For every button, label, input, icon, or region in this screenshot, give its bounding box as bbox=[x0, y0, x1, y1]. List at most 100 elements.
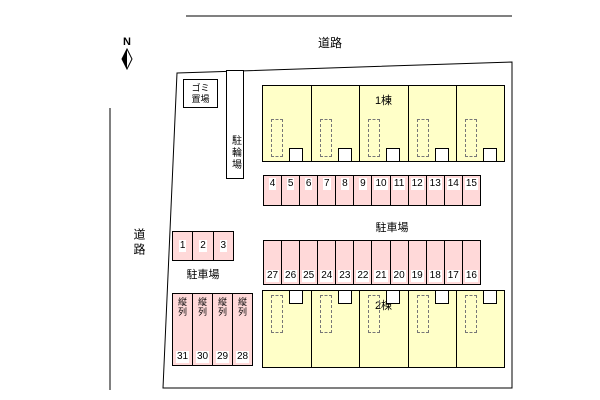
parking-space: 23 bbox=[336, 241, 355, 284]
space-number: 2 bbox=[199, 240, 207, 252]
unit-divider bbox=[408, 86, 409, 161]
parking-space: 13 bbox=[427, 176, 445, 205]
parking-space: 22 bbox=[354, 241, 373, 284]
space-number: 16 bbox=[464, 270, 478, 282]
space-number: 3 bbox=[219, 240, 228, 252]
space-number: 1 bbox=[178, 240, 187, 252]
north-label: N bbox=[123, 36, 131, 48]
tandem-label: 縦列 bbox=[217, 297, 227, 317]
space-number: 5 bbox=[286, 178, 295, 190]
parking-space: 8 bbox=[336, 176, 355, 205]
space-number: 22 bbox=[356, 270, 370, 282]
building-1: 1棟 bbox=[262, 85, 505, 162]
space-number: 8 bbox=[341, 178, 349, 190]
space-number: 10 bbox=[374, 178, 388, 190]
space-number: 19 bbox=[410, 270, 424, 282]
parking-space: 16 bbox=[463, 241, 480, 284]
space-number: 14 bbox=[446, 178, 460, 190]
stair-dashed-outline bbox=[465, 119, 477, 157]
entrance-notch bbox=[289, 291, 303, 304]
stair-dashed-outline bbox=[271, 295, 283, 333]
parking-space: 3 bbox=[214, 232, 233, 260]
entrance-notch bbox=[483, 148, 497, 161]
parking-row-1-3: 1 2 3 bbox=[172, 231, 234, 261]
parking-space: 21 bbox=[372, 241, 391, 284]
parking-space: 1 bbox=[173, 232, 194, 260]
parking-space: 15 bbox=[463, 176, 480, 205]
parking-space: 18 bbox=[427, 241, 445, 284]
stair-dashed-outline bbox=[271, 119, 283, 157]
space-number: 25 bbox=[302, 270, 316, 282]
parking-space: 10 bbox=[372, 176, 391, 205]
parking-space: 20 bbox=[391, 241, 409, 284]
space-number: 26 bbox=[284, 270, 298, 282]
entrance-notch bbox=[289, 148, 303, 161]
space-number: 9 bbox=[359, 178, 367, 190]
stair-dashed-outline bbox=[320, 295, 332, 333]
bicycle-parking-area: 駐輪場 bbox=[226, 70, 244, 179]
tandem-label: 縦列 bbox=[237, 297, 247, 317]
garbage-label: ゴミ置場 bbox=[191, 83, 210, 104]
space-number: 6 bbox=[304, 178, 313, 190]
space-number: 27 bbox=[265, 270, 280, 282]
parking-space: 19 bbox=[409, 241, 427, 284]
entrance-notch bbox=[386, 291, 400, 304]
tandem-label: 縦列 bbox=[177, 297, 187, 317]
tandem-parking-space: 縦列 29 bbox=[213, 294, 233, 365]
space-number: 12 bbox=[410, 178, 424, 190]
unit-divider bbox=[359, 291, 360, 367]
entrance-notch bbox=[435, 148, 449, 161]
tandem-parking-row: 縦列 31 縦列 30 縦列 29 縦列 28 bbox=[172, 293, 253, 366]
parking-space: 17 bbox=[445, 241, 463, 284]
entrance-notch bbox=[483, 291, 497, 304]
parking-lot-label: 駐車場 bbox=[375, 222, 409, 234]
stair-dashed-outline bbox=[417, 119, 429, 157]
parking-space: 2 bbox=[193, 232, 214, 260]
parking-space: 14 bbox=[445, 176, 463, 205]
stair-dashed-outline bbox=[368, 119, 380, 157]
parking-space: 7 bbox=[318, 176, 337, 205]
unit-divider bbox=[311, 86, 312, 161]
space-number: 17 bbox=[446, 270, 460, 282]
space-number: 18 bbox=[428, 270, 442, 282]
road-label-top: 道路 bbox=[318, 36, 343, 50]
tandem-parking-space: 縦列 31 bbox=[173, 294, 193, 365]
unit-divider bbox=[311, 291, 312, 367]
parking-space: 25 bbox=[300, 241, 319, 284]
parking-space: 12 bbox=[409, 176, 427, 205]
building-1-label: 1棟 bbox=[374, 95, 393, 107]
entrance-notch bbox=[386, 148, 400, 161]
tandem-parking-space: 縦列 30 bbox=[193, 294, 213, 365]
space-number: 23 bbox=[338, 270, 352, 282]
parking-space: 5 bbox=[282, 176, 301, 205]
stair-dashed-outline bbox=[417, 295, 429, 333]
parking-lot-left-label: 駐車場 bbox=[186, 269, 220, 281]
entrance-notch bbox=[435, 291, 449, 304]
parking-row-27-16: 27 26 25 24 23 22 21 20 19 18 17 16 bbox=[263, 240, 481, 285]
space-number: 13 bbox=[428, 178, 442, 190]
space-number: 7 bbox=[322, 178, 331, 190]
space-number: 11 bbox=[392, 178, 406, 190]
parking-row-4-15: 4 5 6 7 8 9 10 11 12 13 14 15 bbox=[263, 175, 481, 206]
space-number: 4 bbox=[268, 178, 277, 190]
parking-space: 27 bbox=[264, 241, 283, 284]
unit-divider bbox=[456, 291, 457, 367]
space-number: 24 bbox=[320, 270, 334, 282]
space-number: 31 bbox=[175, 351, 190, 363]
unit-divider bbox=[359, 86, 360, 161]
space-number: 29 bbox=[215, 351, 230, 363]
parking-space: 24 bbox=[318, 241, 337, 284]
north-indicator: N bbox=[114, 36, 140, 75]
stair-dashed-outline bbox=[368, 295, 380, 333]
parking-space: 11 bbox=[391, 176, 409, 205]
road-label-left: 道路 bbox=[132, 228, 146, 258]
building-2-label: 2棟 bbox=[374, 300, 393, 312]
entrance-notch bbox=[338, 291, 352, 304]
space-number: 28 bbox=[235, 351, 250, 363]
space-number: 15 bbox=[464, 178, 478, 190]
tandem-parking-space: 縦列 28 bbox=[233, 294, 252, 365]
bicycle-label: 駐輪場 bbox=[229, 135, 241, 171]
parking-space: 9 bbox=[354, 176, 373, 205]
stair-dashed-outline bbox=[465, 295, 477, 333]
